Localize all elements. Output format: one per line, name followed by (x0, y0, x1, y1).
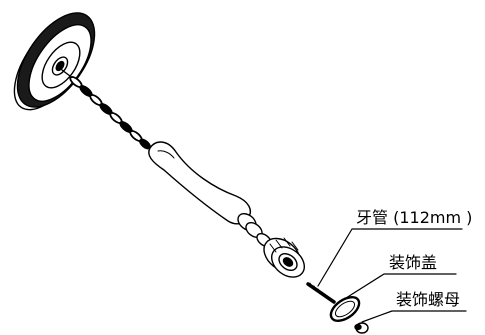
threaded-pipe-label: 牙管 (112mm ) (356, 208, 473, 227)
decorative-cover (329, 296, 361, 322)
decorative-nut-label: 装饰螺母 (396, 290, 461, 309)
leader-lines (317, 228, 467, 323)
drain-plug (13, 12, 96, 111)
decorative-cover-label: 装饰盖 (389, 253, 438, 272)
chain (69, 76, 151, 150)
decorative-nut (354, 322, 369, 334)
pull-handle (148, 141, 272, 248)
threaded-pipe (306, 282, 336, 304)
mount-housing (263, 237, 305, 278)
